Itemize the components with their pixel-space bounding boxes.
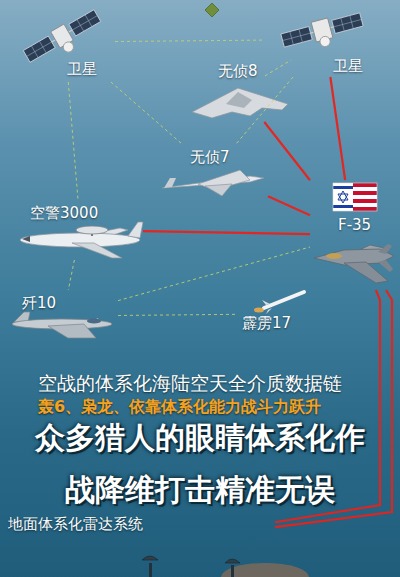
ground-radar [142,556,309,577]
datalink-line [118,314,236,315]
datalink-line [115,40,265,41]
flag-israel-us-part [333,183,377,211]
drone-wz7 [162,170,264,196]
aircraft-node: 无侦8 [188,60,292,122]
detection-beam [143,231,310,234]
detection-beam [264,122,310,180]
satellite-right-part [281,13,363,47]
jet-f35-part [326,253,342,259]
awacs-kj3000-part [22,236,30,242]
flag-israel-us-part [333,205,353,208]
ground-radar-part [231,565,234,577]
satellite-right-part [319,35,331,47]
aircraft-node: 歼10 [8,290,118,342]
drone-wz7-part [205,184,232,196]
ground-radar-part [149,563,152,577]
missile-pl17-part [262,300,272,314]
caption-text-box: 空战的体系化海陆空天全介质数据链 [38,372,342,394]
kite-decoration [205,3,219,17]
flag-israel-us-part [338,191,348,203]
flag-israel-us-part [353,199,377,203]
drone-wz7-part [164,178,176,188]
flag-israel-us-part [333,183,377,211]
flag-israel-us-part [353,191,377,195]
node-label: 卫星 [333,57,363,75]
satellite-right [280,10,366,57]
aircraft-node: 无侦7 [158,144,268,198]
aircraft-node: 地面体系化雷达系统 [5,512,275,577]
missile-pl17-part [254,308,264,313]
node-label: 歼10 [22,294,56,312]
caption-text: 众多猎人的眼睛体系化作 战降维打击精准无误 [25,412,375,516]
ground-radar-part [142,556,158,560]
node-label: 地面体系化雷达系统 [8,515,143,533]
aircraft-node: F-35 [310,180,396,290]
jet-j10-part [48,324,96,338]
awacs-kj3000-part [128,222,143,238]
flag-israel-us-part [353,183,377,187]
caption-text-box: 众多猎人的眼睛体系化作 战降维打击精准无误 [25,412,375,516]
datalink-line [68,260,74,290]
awacs-kj3000 [20,222,143,258]
ground-radar-part [225,559,240,563]
drone-wz8-part [192,88,288,118]
node-label: 无侦8 [218,62,258,80]
aircraft-node: 霹雳17 [236,288,306,340]
jet-j10 [12,312,112,338]
caption-text: 空战的体系化海陆空天全介质数据链 [38,372,342,394]
satellite-left-part [23,10,100,63]
datalink-line [118,247,310,301]
datalink-line [111,82,182,144]
detection-beam [330,77,345,180]
missile-pl17 [254,292,304,314]
node-label: 无侦7 [190,148,230,166]
node-label: 霹雳17 [242,314,291,332]
datalink-line [236,77,293,144]
missile-pl17-part [264,292,304,308]
jet-j10-part [87,319,101,324]
jet-f35-part [344,262,388,283]
jet-j10-part [88,318,100,323]
node-label: 空警3000 [30,204,98,222]
drone-wz8 [192,88,288,118]
flag-israel-us-part [353,207,377,211]
node-label: 卫星 [67,60,97,78]
jet-f35 [314,244,394,283]
caption-text: 轰6、枭龙、依靠体系化能力战斗力跃升 [38,397,321,417]
drone-wz8-part [226,92,252,108]
aircraft-node: 卫星 [265,2,385,77]
datalink-line [68,82,78,200]
jet-f35-part [378,244,393,272]
satellite-left-part [61,40,75,54]
datalink-line [265,60,291,76]
awacs-kj3000-part [76,226,108,234]
aircraft-node: 卫星 [15,2,115,82]
kite-decoration-part [205,3,219,17]
awacs-kj3000-part [72,243,122,258]
flag-israel-us [333,183,377,211]
detection-beam [268,196,310,215]
aircraft-node: 空警3000 [18,200,143,260]
node-label: F-35 [338,216,371,234]
caption-text-box: 轰6、枭龙、依靠体系化能力战斗力跃升 [38,397,321,417]
ground-radar-part [221,563,309,577]
flag-israel-us-part [333,186,353,189]
